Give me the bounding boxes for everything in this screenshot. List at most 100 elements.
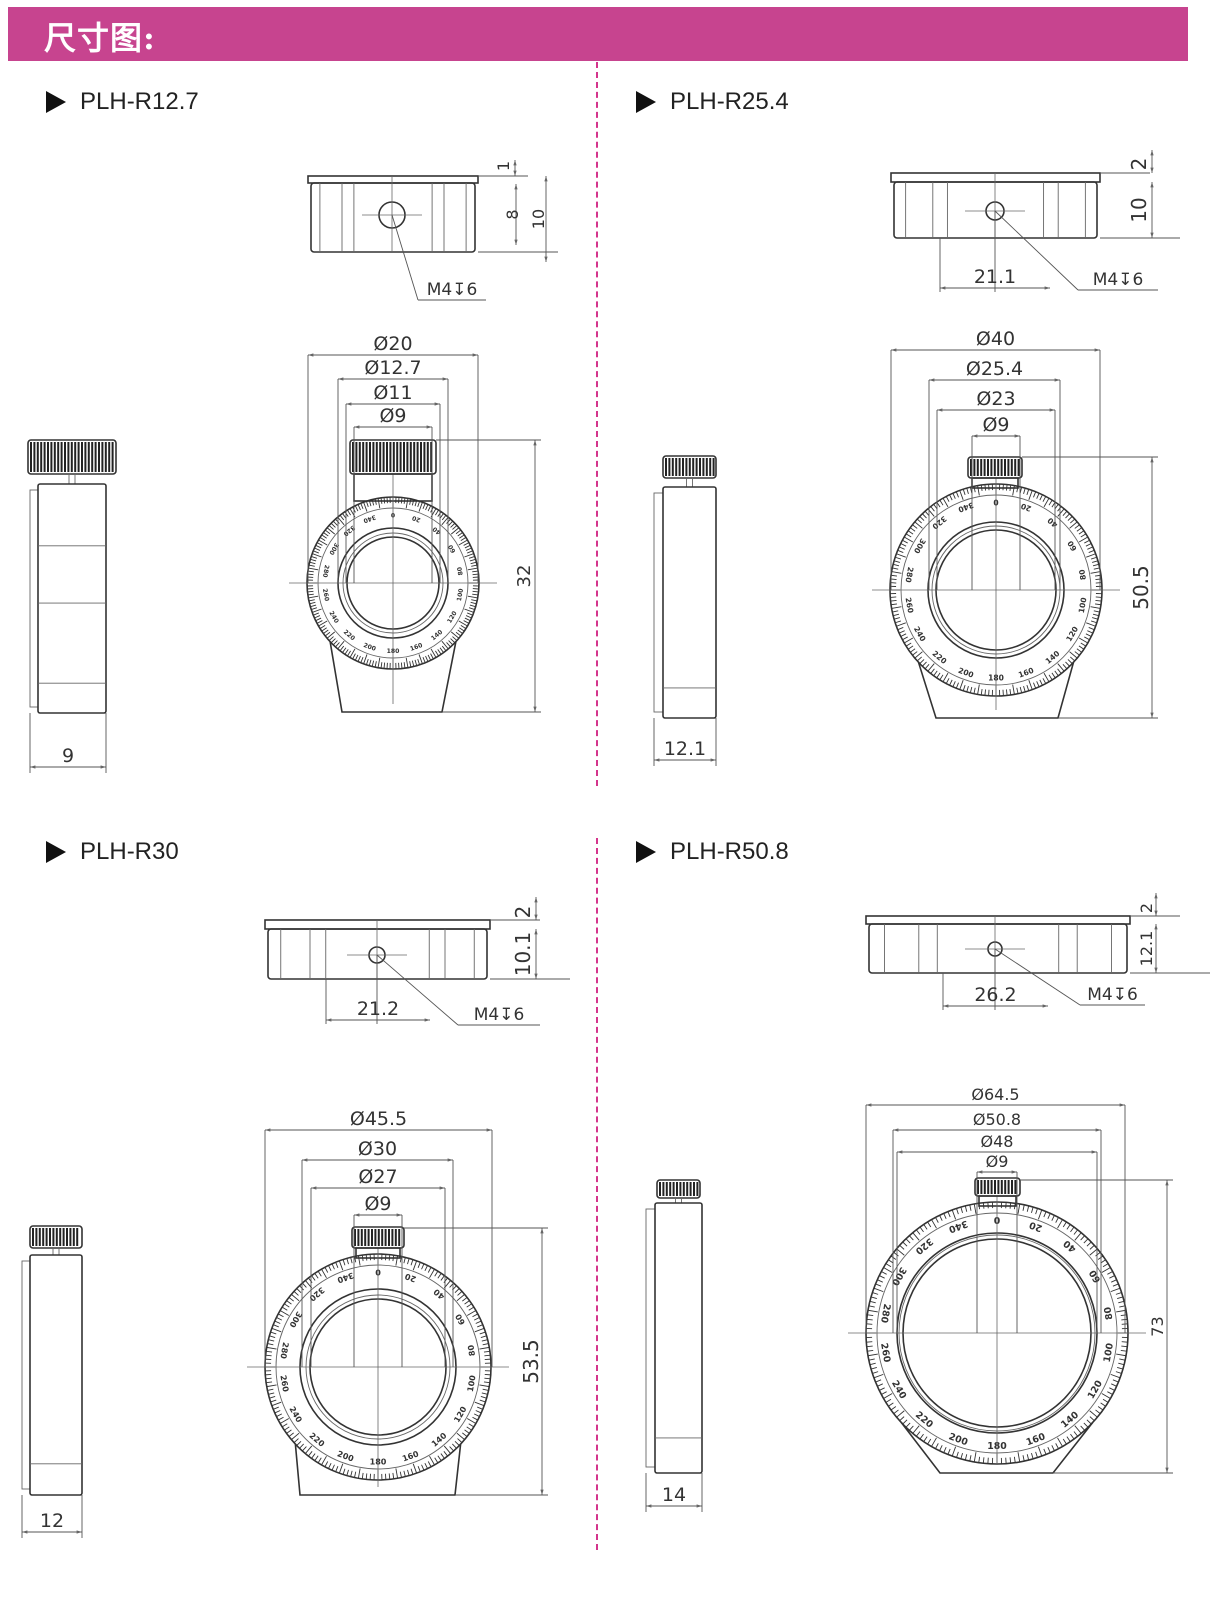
- dial-label: 320: [913, 1235, 935, 1256]
- dial-label: 20: [403, 1271, 417, 1283]
- dial-label: 160: [1025, 1431, 1048, 1448]
- top-plate: [890, 172, 1101, 183]
- knurled-knob: [351, 1226, 405, 1249]
- dimension-label: 10: [1127, 197, 1151, 222]
- side-knob-knurl: [665, 458, 715, 476]
- divider-top: [596, 62, 598, 786]
- panel-title-4: PLH-R50.8: [636, 838, 789, 866]
- dial-label: 140: [1059, 1409, 1081, 1430]
- dial-label: 60: [1066, 539, 1079, 553]
- header-bar: 尺寸图:: [8, 7, 1188, 61]
- base-outline: [917, 662, 1075, 719]
- thread-label: M4↧6: [427, 280, 478, 300]
- dial-label: 80: [466, 1344, 477, 1357]
- side-body: [29, 1254, 83, 1496]
- divider-bottom: [596, 838, 598, 1550]
- dial-label: 280: [878, 1303, 892, 1325]
- dial-label: 100: [1102, 1342, 1116, 1364]
- dimension-label: Ø12.7: [364, 357, 421, 379]
- neck: [971, 477, 1019, 489]
- side-knob: [29, 1225, 83, 1249]
- side-knob: [662, 455, 717, 479]
- dimension-label: 12.1: [1137, 931, 1156, 967]
- base-outline: [329, 641, 457, 713]
- dimension-label: Ø9: [982, 414, 1009, 436]
- dimension-label: 9: [62, 745, 74, 767]
- top-plate: [865, 915, 1131, 925]
- top-plate: [264, 919, 491, 930]
- dial-label: 200: [947, 1431, 970, 1448]
- dimension-label: Ø9: [379, 405, 406, 427]
- leader-line: [994, 948, 1081, 1006]
- dial-label: 20: [1020, 501, 1033, 513]
- dimension-label: Ø11: [373, 382, 412, 404]
- dial-label: 140: [1044, 649, 1062, 666]
- panel-title-text: PLH-R30: [80, 838, 179, 865]
- dimension-label: 2: [1137, 903, 1156, 913]
- triangle-bullet-icon: [46, 841, 66, 863]
- side-view: 12.1: [653, 455, 717, 766]
- dial-label: 100: [466, 1374, 478, 1393]
- triangle-bullet-icon: [636, 841, 656, 863]
- thread-label: M4↧6: [474, 1005, 525, 1025]
- knob-knurl: [352, 442, 433, 472]
- side-knob-knurl: [30, 442, 114, 472]
- body-outline: [310, 182, 476, 253]
- dimension-label: 2: [511, 906, 535, 919]
- dial-label: 300: [287, 1310, 303, 1329]
- dial-label: 260: [878, 1342, 892, 1364]
- knurled-knob: [349, 439, 437, 475]
- body-outline: [868, 923, 1128, 974]
- dimension-label: Ø40: [976, 328, 1015, 350]
- body-outline: [267, 928, 488, 980]
- dial-label: 320: [307, 1285, 326, 1303]
- dimension-label: 73: [1148, 1316, 1167, 1336]
- dial-label: 120: [1064, 625, 1080, 643]
- dimension-label: 12: [40, 1510, 64, 1532]
- dimension-label: Ø9: [986, 1152, 1009, 1171]
- dimension-label: Ø20: [373, 333, 412, 355]
- dial-label: 220: [913, 1410, 935, 1431]
- base-outline: [900, 1421, 1094, 1474]
- dial-label: 240: [912, 625, 928, 643]
- triangle-bullet-icon: [46, 91, 66, 113]
- knob-knurl: [977, 1180, 1017, 1194]
- panel-title-text: PLH-R12.7: [80, 88, 199, 115]
- dimension-label: Ø25.4: [966, 358, 1023, 380]
- side-body: [654, 1202, 703, 1474]
- dimension-label: 21.1: [974, 266, 1016, 288]
- dimension-label: 32: [514, 565, 535, 588]
- dial-label: 240: [287, 1405, 303, 1424]
- dial-label: 340: [947, 1218, 970, 1235]
- dial-label: 40: [1061, 1237, 1078, 1254]
- dimension-label: 53.5: [519, 1339, 543, 1384]
- dial-label: 40: [432, 525, 443, 536]
- header-title: 尺寸图:: [44, 19, 156, 57]
- dimension-label: 14: [662, 1484, 686, 1506]
- dial-label: 280: [904, 566, 916, 583]
- dial-label: 120: [452, 1405, 468, 1424]
- side-knob: [27, 439, 117, 475]
- dial-label: 280: [278, 1341, 290, 1360]
- side-knob-knurl: [32, 1228, 79, 1246]
- side-plate: [29, 489, 39, 708]
- dial-label: 280: [321, 564, 330, 578]
- panel-title-3: PLH-R30: [46, 838, 179, 866]
- leader-line: [376, 954, 459, 1026]
- dimension-label: Ø48: [981, 1132, 1014, 1151]
- leader-line: [391, 214, 419, 301]
- triangle-bullet-icon: [636, 91, 656, 113]
- knob-knurl: [970, 459, 1020, 476]
- dimension-label: 1: [494, 161, 513, 171]
- knurled-knob: [974, 1177, 1021, 1197]
- dial-label: 60: [447, 543, 457, 554]
- dial-label: 260: [321, 588, 330, 602]
- side-plate: [645, 1208, 656, 1468]
